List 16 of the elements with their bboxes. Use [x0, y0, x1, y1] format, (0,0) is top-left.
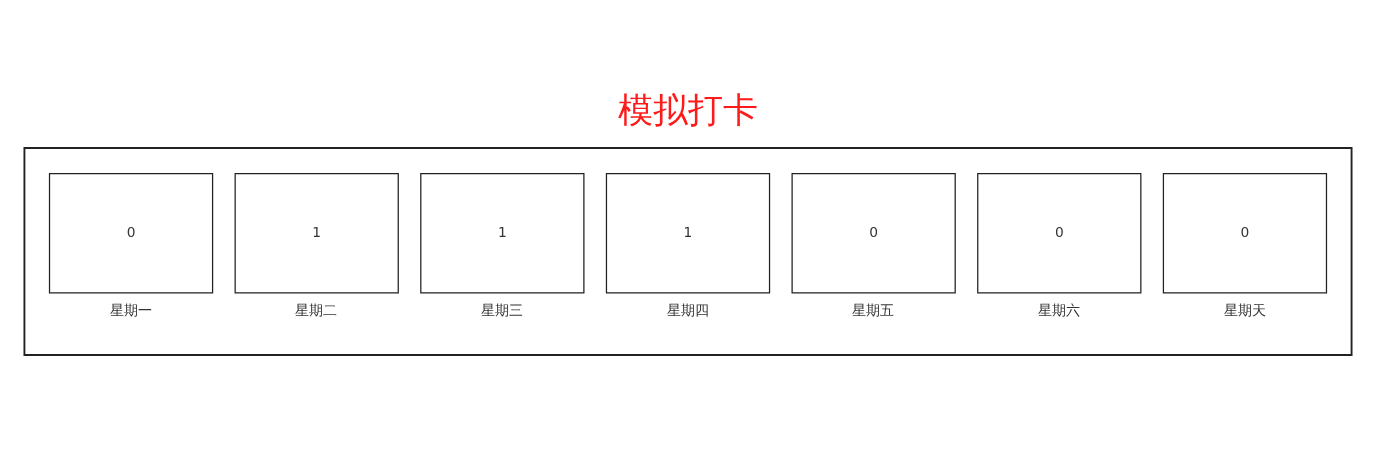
node-box: 0: [977, 173, 1142, 294]
node-label: 星期一: [109, 302, 152, 319]
node-label: 星期天: [1223, 302, 1266, 319]
cluster: [23, 147, 1353, 356]
node-box: 1: [605, 173, 771, 294]
node-box: 1: [420, 173, 585, 294]
node-box: 0: [791, 173, 956, 294]
node-box: 0: [1162, 173, 1328, 294]
node-box: 1: [234, 173, 399, 294]
node-label: 星期三: [481, 302, 524, 319]
node-label: 星期四: [666, 302, 709, 319]
node-label: 星期五: [852, 302, 895, 319]
node-label: 星期二: [295, 302, 338, 319]
node-box: 0: [48, 173, 214, 294]
node-label: 星期六: [1037, 302, 1080, 319]
diagram-title: 模拟打卡: [618, 89, 758, 131]
